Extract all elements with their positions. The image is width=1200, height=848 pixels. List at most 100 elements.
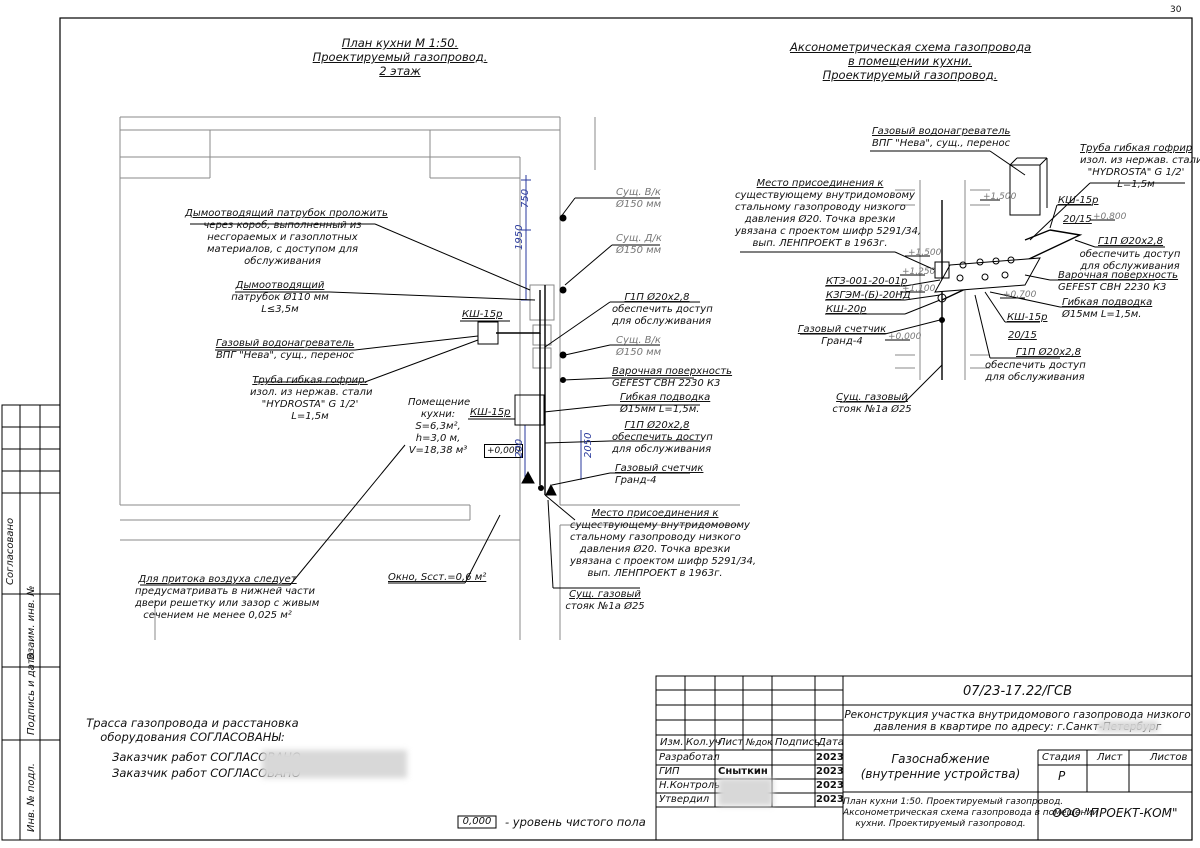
plan-air-inflow-l1: Для притока воздуха следует bbox=[138, 574, 297, 585]
plan-air-inflow-l3: двери решетку или зазор с живым bbox=[135, 598, 320, 609]
axo-title-line1: Аксонометрическая схема газопровода bbox=[790, 40, 1032, 54]
redacted-names bbox=[718, 778, 773, 806]
plan-chimney-route-l4: материалов, с доступом для bbox=[206, 244, 359, 255]
tb-listov-h: Листов bbox=[1150, 752, 1188, 763]
tb-h-date: Дата bbox=[818, 737, 844, 748]
plan-chimney-route-l1: Дымоотводящий патрубок проложить bbox=[185, 208, 388, 219]
agreed-text-l1: Трасса газопровода и расстановка bbox=[86, 716, 299, 730]
tb-role-3: Н.Контроль bbox=[659, 780, 721, 791]
plan-room-l2: кухни: bbox=[420, 409, 456, 420]
page-number: 30 bbox=[1170, 5, 1182, 15]
plan-chimney-pipe-label: Дымоотводящий патрубок Ø110 мм L≤3,5м bbox=[230, 280, 330, 316]
axo-level-0000: +0,000 bbox=[888, 332, 922, 342]
plan-gp1-label: Г1П Ø20х2,8 обеспечить доступ для обслуж… bbox=[612, 292, 713, 328]
axo-connection-label: Место присоединения к существующему внут… bbox=[735, 178, 922, 250]
agreed-text: Трасса газопровода и расстановка оборудо… bbox=[85, 716, 300, 744]
tb-year-4: 2023 bbox=[816, 794, 844, 805]
plan-connection-l5: увязана с проектом шифр 5291/34, bbox=[570, 556, 757, 567]
axo-flex-hose-label: Гибкая подводка Ø15мм L=1,5м. bbox=[1062, 297, 1152, 321]
axo-hob-l1: Варочная поверхность bbox=[1058, 270, 1179, 281]
plan-flex-pipe-l1: Труба гибкая гофрир. bbox=[252, 375, 368, 386]
plan-flex-pipe-l2: изол. из нержав. стали bbox=[250, 387, 373, 398]
plan-room-height: h=3,0 м, bbox=[415, 433, 461, 444]
side-inv-orig: Инв. № подл. bbox=[26, 763, 37, 832]
plan-air-inflow-l2: предусматривать в нижней части bbox=[135, 586, 315, 597]
axo-flex-hose-l1: Гибкая подводка bbox=[1062, 297, 1153, 308]
plan-gp1-l2: обеспечить доступ bbox=[612, 304, 713, 315]
axo-connection-l1: Место присоединения к bbox=[756, 178, 884, 189]
axo-access-bot-l2: для обслуживания bbox=[985, 372, 1085, 383]
plan-vk1-label: Сущ. В/к Ø150 мм bbox=[616, 187, 661, 211]
tb-h-ndoc: №док bbox=[746, 738, 773, 748]
plan-connection-l2: существующему внутридомовому bbox=[570, 520, 750, 531]
plan-flex-hose-l2: Ø15мм L=1,5м. bbox=[620, 404, 700, 415]
tb-year-3: 2023 bbox=[816, 780, 844, 791]
agreed-customer-2: Заказчик работ СОГЛАСОВАНО bbox=[112, 766, 301, 780]
plan-dk-l1: Сущ. Д/к bbox=[616, 233, 662, 244]
axo-flex-pipe-l1: Труба гибкая гофрир bbox=[1080, 143, 1193, 154]
axo-level-1250: +1,250 bbox=[902, 267, 936, 277]
plan-title-line3: 2 этаж bbox=[379, 64, 421, 78]
tb-year-2: 2023 bbox=[816, 766, 844, 777]
plan-riser-label: Сущ. газовый стояк №1а Ø25 bbox=[565, 589, 645, 613]
plan-dim-1950: 1950 bbox=[514, 224, 525, 250]
tb-sheet-desc-l1: План кухни 1:50. Проектируемый газопрово… bbox=[843, 797, 1064, 807]
redacted-signature bbox=[262, 750, 407, 778]
side-sign-date: Подпись и дата bbox=[26, 652, 37, 735]
plan-connection-l6: вып. ЛЕНПРОЕКТ в 1963г. bbox=[587, 568, 723, 579]
plan-level-mark: +0,000 bbox=[484, 444, 524, 458]
plan-room-label: Помещение кухни: S=6,3м², h=3,0 м, V=18,… bbox=[408, 397, 470, 457]
axo-flex-pipe-l3: "HYDROSTA" G 1/2' bbox=[1087, 167, 1185, 178]
tb-project: Реконструкция участка внутридомового газ… bbox=[843, 709, 1192, 733]
plan-gp2-l2: обеспечить доступ bbox=[612, 432, 713, 443]
axo-access-top-l1: обеспечить доступ bbox=[1079, 249, 1181, 260]
plan-gp2-l1: Г1П Ø20х2,8 bbox=[624, 420, 690, 431]
tb-h-sign: Подпись bbox=[775, 737, 820, 748]
axo-2015-bot: 20/15 bbox=[1008, 330, 1037, 341]
plan-chimney-route-label: Дымоотводящий патрубок проложить через к… bbox=[185, 208, 388, 268]
axo-hob-l2: GEFEST СВН 2230 К3 bbox=[1058, 282, 1167, 293]
axo-kzgem-label: КЗГЭМ-(Б)-20НД bbox=[826, 290, 911, 301]
axo-connection-l3: стальному газопроводу низкого bbox=[735, 202, 906, 213]
plan-vk1-l2: Ø150 мм bbox=[616, 199, 662, 210]
tb-company: ООО "ПРОЕКТ-КОМ" bbox=[1052, 806, 1178, 820]
plan-flex-pipe-label: Труба гибкая гофрир. изол. из нержав. ст… bbox=[250, 375, 373, 423]
axo-gp-top: Г1П Ø20х2,8 bbox=[1098, 236, 1164, 247]
axo-level-1500a: +1,500 bbox=[983, 192, 1017, 202]
axo-flex-hose-l2: Ø15мм L=1,5м. bbox=[1062, 309, 1142, 320]
tb-year-1: 2023 bbox=[816, 752, 844, 763]
plan-flex-hose-l1: Гибкая подводка bbox=[620, 392, 711, 403]
tb-h-list: Лист bbox=[718, 737, 744, 748]
plan-ks-label-1: КШ-15р bbox=[462, 309, 503, 320]
axo-connection-l4: давления Ø20. Точка врезки bbox=[744, 214, 896, 225]
plan-heater-l1: Газовый водонагреватель bbox=[215, 338, 355, 349]
tb-project-l2: давления в квартире по адресу: г.Санкт-П… bbox=[873, 721, 1162, 733]
plan-vk1-l1: Сущ. В/к bbox=[616, 187, 661, 198]
plan-riser-l2: стояк №1а Ø25 bbox=[565, 601, 645, 612]
tb-sheet-desc: План кухни 1:50. Проектируемый газопрово… bbox=[843, 797, 1099, 830]
axo-connection-l5: увязана с проектом шифр 5291/34, bbox=[735, 226, 922, 237]
plan-room-area: S=6,3м², bbox=[415, 421, 461, 432]
axo-kt3-label: КТЗ-001-20-01р bbox=[826, 276, 908, 287]
plan-meter-l1: Газовый счетчик bbox=[615, 463, 704, 474]
axo-riser-l2: стояк №1а Ø25 bbox=[832, 404, 912, 415]
legend-level-box: 0,000 bbox=[462, 816, 492, 827]
plan-heater-label: Газовый водонагреватель ВПГ "Нева", сущ.… bbox=[210, 338, 360, 362]
side-agreed: Согласовано bbox=[5, 517, 16, 585]
tb-stage-h: Стадия bbox=[1042, 752, 1081, 763]
tb-sheet-desc-l2: Аксонометрическая схема газопровода в по… bbox=[843, 808, 1099, 818]
plan-hob-l1: Варочная поверхность bbox=[612, 366, 733, 377]
axo-2015-top: 20/15 bbox=[1063, 214, 1092, 225]
axo-gp-bot: Г1П Ø20х2,8 bbox=[1016, 347, 1082, 358]
plan-vk2-l2: Ø150 мм bbox=[616, 347, 662, 358]
tb-role-1: Разработал bbox=[659, 752, 720, 763]
plan-title-line1: План кухни М 1:50. bbox=[341, 36, 459, 50]
axo-level-1100: +1,100 bbox=[902, 284, 936, 294]
axo-ks20-label: КШ-20р bbox=[826, 304, 867, 315]
agreed-customer-1: Заказчик работ СОГЛАСОВАНО bbox=[112, 750, 301, 764]
axo-ks-bot: КШ-15р bbox=[1007, 312, 1048, 323]
tb-project-l1: Реконструкция участка внутридомового газ… bbox=[844, 709, 1191, 721]
axo-meter-l1: Газовый счетчик bbox=[797, 324, 887, 335]
tb-code: 07/23-17.22/ГСВ bbox=[963, 684, 1072, 699]
